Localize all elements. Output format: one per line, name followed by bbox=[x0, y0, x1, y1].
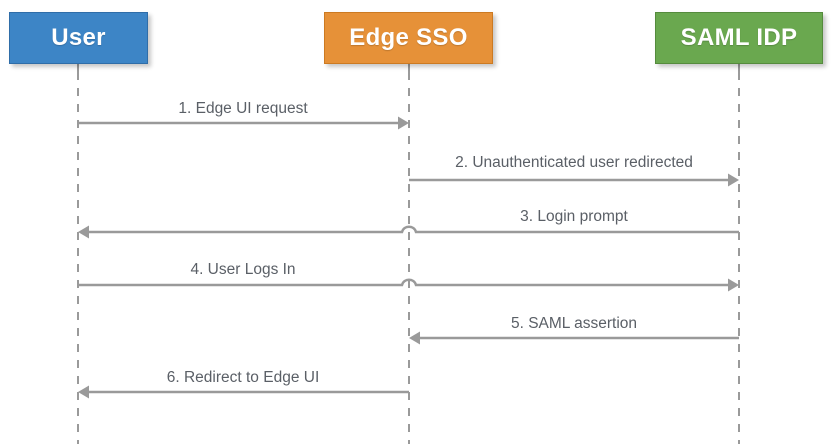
message-arrow-5[interactable] bbox=[409, 331, 739, 345]
message-arrow-2[interactable] bbox=[409, 173, 739, 187]
arrowhead-1 bbox=[398, 116, 409, 130]
message-arrow-1[interactable] bbox=[78, 116, 409, 130]
actor-box-saml-idp[interactable]: SAML IDP bbox=[655, 12, 823, 64]
actor-label-saml-idp: SAML IDP bbox=[680, 24, 798, 51]
message-label-6: 6. Redirect to Edge UI bbox=[166, 369, 320, 386]
message-label-3: 3. Login prompt bbox=[520, 208, 628, 225]
lifelines-group bbox=[77, 64, 740, 444]
message-label-2: 2. Unauthenticated user redirected bbox=[455, 154, 693, 171]
message-label-4: 4. User Logs In bbox=[190, 261, 296, 278]
actor-label-edge-sso: Edge SSO bbox=[349, 24, 468, 51]
arrowhead-5 bbox=[409, 331, 420, 345]
message-label-5: 5. SAML assertion bbox=[510, 315, 638, 332]
actor-box-user[interactable]: User bbox=[9, 12, 148, 64]
arrowhead-2 bbox=[728, 173, 739, 187]
message-line-3 bbox=[89, 225, 739, 234]
arrowhead-6 bbox=[78, 385, 89, 399]
message-line-4 bbox=[78, 278, 728, 287]
arrowhead-3 bbox=[78, 225, 89, 239]
message-arrow-6[interactable] bbox=[78, 385, 409, 399]
message-label-1: 1. Edge UI request bbox=[178, 100, 308, 117]
message-arrow-4[interactable] bbox=[78, 278, 739, 292]
message-arrow-3[interactable] bbox=[78, 225, 739, 239]
actor-box-edge-sso[interactable]: Edge SSO bbox=[324, 12, 493, 64]
message-arrows-group bbox=[78, 116, 739, 399]
arrowhead-4 bbox=[728, 278, 739, 292]
actor-label-user: User bbox=[51, 24, 106, 51]
